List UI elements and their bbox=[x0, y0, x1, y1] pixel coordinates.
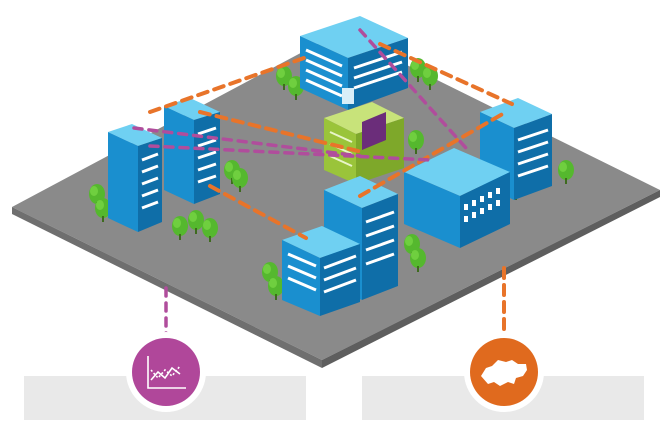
building-left-1 bbox=[108, 124, 162, 232]
building-top bbox=[300, 16, 408, 110]
building-green bbox=[324, 102, 404, 184]
purple-links bbox=[132, 28, 468, 338]
purple-link bbox=[148, 144, 432, 162]
purple-link bbox=[358, 28, 468, 150]
purple-link bbox=[132, 126, 362, 158]
orange-link bbox=[358, 110, 508, 198]
analytics-badge bbox=[126, 332, 206, 412]
orange-links bbox=[148, 42, 514, 332]
line-chart-icon bbox=[147, 356, 186, 389]
building-front-low bbox=[282, 226, 360, 316]
orange-link bbox=[198, 110, 364, 154]
orange-link bbox=[378, 42, 514, 106]
building-right bbox=[480, 98, 552, 200]
switzerland-badge bbox=[464, 332, 544, 412]
building-right-wide bbox=[404, 148, 510, 248]
switzerland-map-icon bbox=[481, 360, 527, 386]
orange-link bbox=[148, 56, 306, 114]
orange-link bbox=[208, 184, 308, 240]
